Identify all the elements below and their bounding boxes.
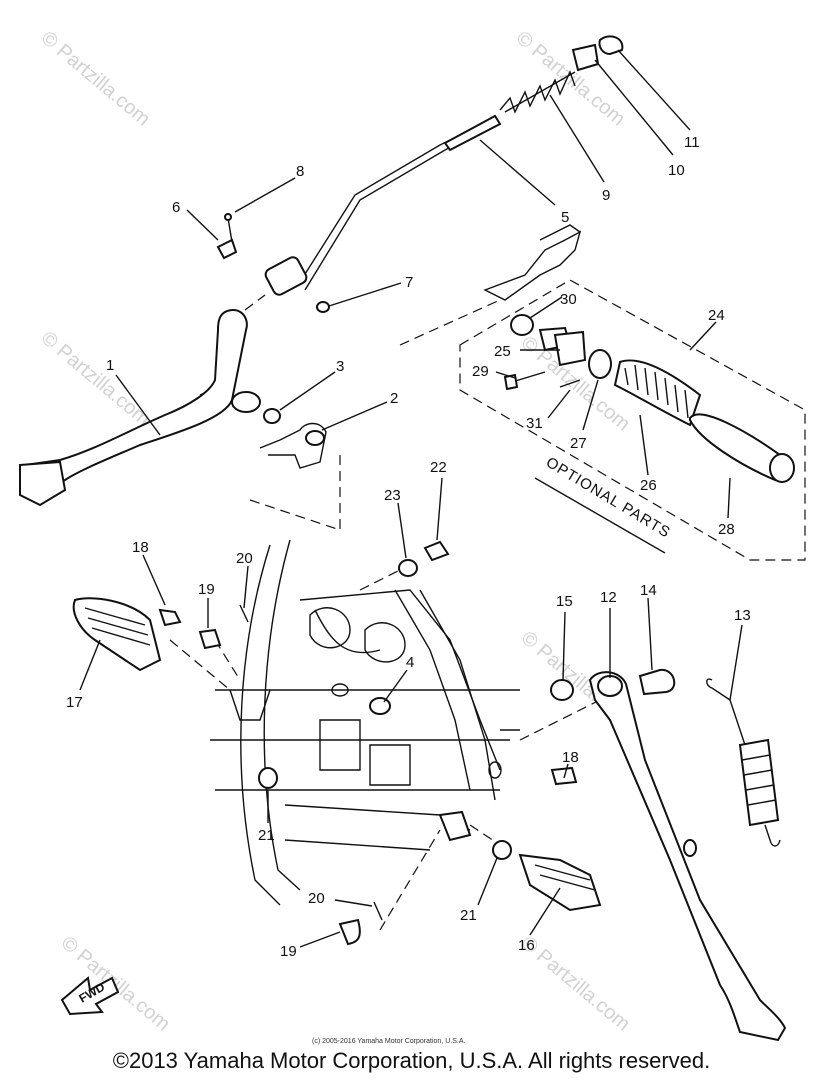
small-copyright: (c) 2005-2016 Yamaha Motor Corporation, … (312, 1038, 465, 1045)
callout-7: 7 (405, 274, 413, 291)
callout-24: 24 (708, 307, 725, 324)
copyright-notice: ©2013 Yamaha Motor Corporation, U.S.A. A… (112, 1048, 711, 1073)
callout-28: 28 (718, 521, 735, 538)
callout-21a: 21 (258, 827, 275, 844)
callout-15: 15 (556, 593, 573, 610)
callout-2: 2 (390, 390, 398, 407)
brake-rod (264, 114, 582, 301)
callout-10: 10 (668, 162, 685, 179)
callout-11: 11 (684, 134, 700, 151)
callout-22: 22 (430, 459, 447, 476)
callout-30: 30 (560, 291, 577, 308)
callout-26: 26 (640, 477, 657, 494)
callout-18a: 18 (132, 539, 149, 556)
optional-parts-label: OPTIONAL PARTS (543, 454, 674, 542)
footrest-17 (72, 597, 249, 672)
side-stand-12 (588, 671, 787, 1042)
callout-31: 31 (526, 415, 543, 432)
callout-12: 12 (600, 589, 617, 606)
washers-lower (258, 668, 676, 860)
part-6-8 (216, 213, 238, 260)
callout-5: 5 (561, 209, 569, 226)
callout-leaders (79, 49, 743, 948)
watermark-3: © Partzilla.com (37, 327, 154, 430)
optional-parts (503, 314, 795, 483)
callout-14: 14 (640, 582, 657, 599)
lower-footrest (338, 766, 602, 946)
callout-8: 8 (296, 163, 304, 180)
callout-4: 4 (406, 654, 414, 671)
part-10-11 (571, 35, 624, 72)
callout-21b: 21 (460, 907, 477, 924)
watermark-1: © Partzilla.com (37, 27, 154, 130)
callout-25: 25 (494, 343, 511, 360)
callout-13: 13 (734, 607, 751, 624)
callout-23: 23 (384, 487, 401, 504)
callout-18b: 18 (562, 749, 579, 766)
frame (210, 539, 520, 906)
callout-6: 6 (172, 199, 180, 216)
callout-20a: 20 (236, 550, 253, 567)
callout-19a: 19 (198, 581, 215, 598)
optional-parts-underline (534, 477, 666, 554)
callout-9: 9 (602, 187, 610, 204)
callouts: 1 2 3 4 5 6 7 8 9 10 11 12 13 14 15 16 1… (66, 134, 751, 960)
small-washers (259, 301, 330, 469)
spring-13 (706, 678, 781, 847)
callout-29: 29 (472, 363, 489, 380)
callout-27: 27 (570, 435, 587, 452)
spring-9 (499, 70, 576, 114)
callout-16: 16 (518, 937, 535, 954)
callout-20b: 20 (308, 890, 325, 907)
part-22-23 (398, 540, 450, 577)
callout-3: 3 (336, 358, 344, 375)
fwd-arrow: FWD (60, 976, 120, 1016)
callout-1: 1 (106, 357, 114, 374)
kick-arm (18, 309, 261, 507)
callout-19b: 19 (280, 943, 297, 960)
callout-17: 17 (66, 694, 83, 711)
